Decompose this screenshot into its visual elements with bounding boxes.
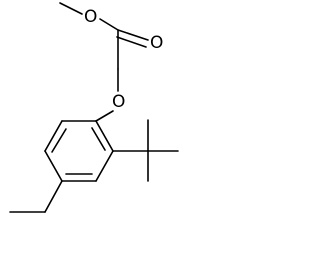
ring-bond-6-inner <box>91 127 106 151</box>
carbonyl-double-bond-outer <box>117 29 149 41</box>
methyl-o-bond <box>59 2 83 15</box>
ring-bond-3 <box>44 150 63 182</box>
carbonyl-oxygen-label: O <box>150 33 163 53</box>
molecule-structure: O O O <box>9 2 179 213</box>
ether-o-ring-bond <box>95 110 114 122</box>
ether-oxygen-label: O <box>112 92 125 112</box>
ring-bond-2 <box>44 120 63 152</box>
carbonyl-double-bond-inner <box>116 36 147 48</box>
ring-bond-5 <box>95 150 114 182</box>
ring-ethyl-bond <box>44 180 63 213</box>
ester-oxygen-label: O <box>84 7 97 27</box>
o-carbonyl-bond <box>99 18 119 31</box>
ring-bond-6 <box>95 120 114 152</box>
ring-bond-2-inner <box>51 128 67 153</box>
